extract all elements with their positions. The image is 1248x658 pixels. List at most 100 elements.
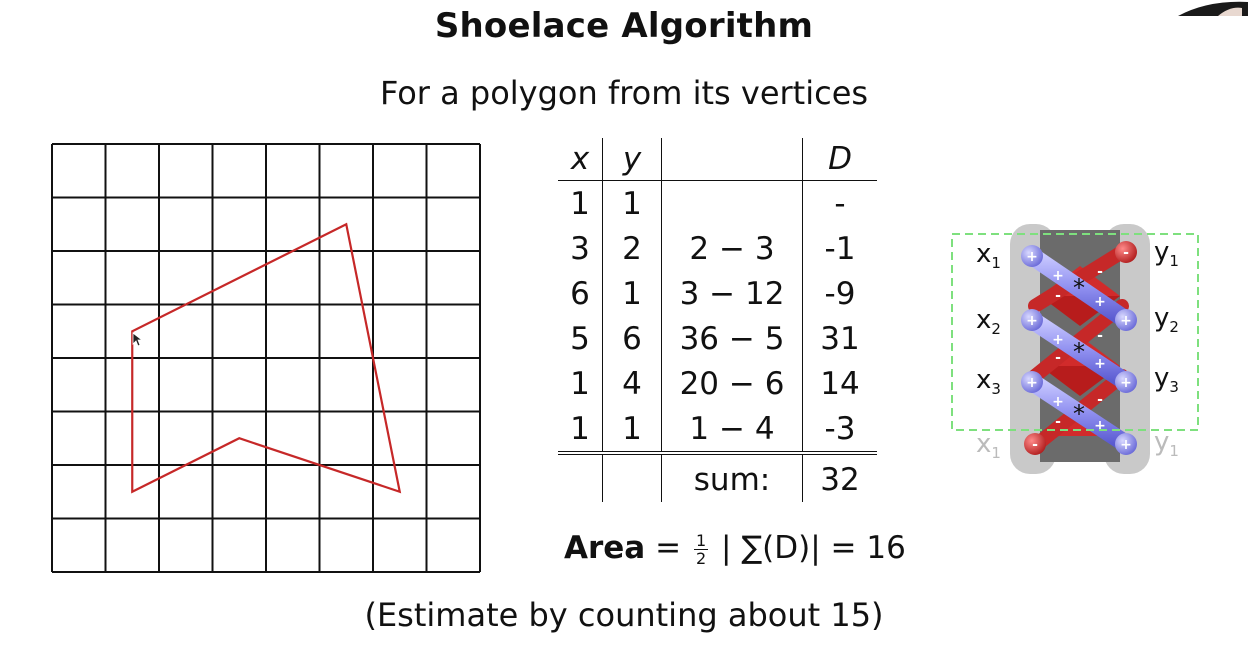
x1b-label: x (976, 429, 991, 459)
estimate-note: (Estimate by counting about 15) (364, 596, 884, 634)
svg-text:-: - (1055, 350, 1061, 366)
blue-rods (1023, 247, 1135, 453)
svg-text:+: + (1052, 268, 1064, 284)
cell-expr: 36 − 5 (661, 316, 803, 361)
one-half-fraction: 1 2 (693, 531, 709, 568)
area-expression: | ∑(D)| = 16 (720, 530, 906, 566)
y1-label: y (1154, 237, 1169, 267)
polygon-grid (51, 143, 481, 573)
svg-text:-: - (1097, 392, 1103, 408)
cell-x: 6 (558, 271, 603, 316)
x1-label: x (976, 239, 991, 269)
cell-y: 4 (602, 361, 662, 406)
header-y: y (602, 138, 662, 181)
x3-label: x (976, 365, 991, 395)
cell-d: -1 (824, 230, 856, 267)
cell-expr: 20 − 6 (661, 361, 803, 406)
area-label: Area (564, 530, 646, 566)
svg-text:+: + (1094, 356, 1106, 372)
cell-expr (661, 180, 803, 226)
multiply-asterisks: * * * (1073, 274, 1085, 428)
shoelace-illustration: +++ -- +++ ++ ++ ++ -- -- -- * * * x1 x2… (951, 224, 1199, 474)
y2-ball (1115, 309, 1137, 331)
svg-text:x1: x1 (976, 429, 1001, 462)
svg-text:+: + (1026, 249, 1038, 265)
cell-expr: 2 − 3 (661, 226, 803, 271)
svg-text:+: + (1120, 313, 1132, 329)
cell-x: 1 (558, 180, 603, 226)
x2-label: x (976, 305, 991, 335)
svg-text:+: + (1094, 418, 1106, 434)
sum-value: 32 (802, 451, 877, 502)
table-row: 1 4 20 − 6 14 (558, 361, 877, 406)
cell-d: -9 (824, 275, 856, 312)
header-x: x (558, 138, 603, 181)
header-expr (661, 138, 803, 181)
svg-text:*: * (1073, 274, 1085, 302)
table-row: 3 2 2 − 3 -1 (558, 226, 877, 271)
y2-label: y (1154, 303, 1169, 333)
svg-text:y3: y3 (1154, 363, 1179, 396)
svg-text:y2: y2 (1154, 303, 1179, 336)
svg-text:-: - (1055, 414, 1061, 430)
cell-expr: 1 − 4 (661, 406, 803, 453)
presenter-video-thumbnail (1178, 1, 1248, 16)
cell-expr: 3 − 12 (661, 271, 803, 316)
svg-text:+: + (1094, 294, 1106, 310)
x3-ball (1021, 371, 1043, 393)
svg-text:y1: y1 (1154, 237, 1179, 270)
svg-text:x3: x3 (976, 365, 1001, 398)
cell-y: 1 (602, 180, 662, 226)
table-row: 5 6 36 − 5 31 (558, 316, 877, 361)
fraction-numerator: 1 (693, 531, 709, 550)
svg-text:+: + (1052, 332, 1064, 348)
table-row: 6 1 3 − 12 -9 (558, 271, 877, 316)
cell-d: 31 (820, 320, 860, 357)
svg-text:+: + (1120, 437, 1132, 453)
table-row: 1 1 - (558, 180, 877, 226)
x1b-ball (1024, 433, 1046, 455)
svg-text:+: + (1120, 375, 1132, 391)
cell-y: 2 (602, 226, 662, 271)
table-sum-row: sum: 32 (558, 451, 877, 502)
cell-d: 14 (820, 365, 860, 402)
svg-text:-: - (1055, 288, 1061, 304)
page-subtitle: For a polygon from its vertices (379, 74, 869, 112)
svg-text:-: - (1097, 264, 1103, 280)
sum-label: sum: (661, 451, 803, 502)
y3-label: y (1154, 363, 1169, 393)
polygon-outline (131, 222, 402, 494)
svg-text:y1: y1 (1154, 427, 1179, 460)
grid-lines (51, 143, 481, 573)
svg-text:-: - (1097, 328, 1103, 344)
cell-d: -3 (824, 410, 856, 447)
cell-y: 6 (602, 316, 662, 361)
mouse-cursor-icon (132, 332, 144, 347)
svg-text:-: - (1032, 437, 1038, 453)
cell-d: - (834, 185, 846, 222)
y3-ball (1115, 371, 1137, 393)
cell-x: 1 (558, 361, 603, 406)
header-d: D (802, 138, 877, 181)
y1-ball (1115, 241, 1137, 263)
x2-ball (1021, 309, 1043, 331)
svg-text:x2: x2 (976, 305, 1001, 338)
y1b-label: y (1154, 427, 1169, 457)
cell-x: 5 (558, 316, 603, 361)
area-formula: Area = 1 2 | ∑(D)| = 16 (564, 530, 906, 568)
cell-y: 1 (602, 271, 662, 316)
fraction-denominator: 2 (695, 549, 707, 568)
cell-x: 3 (558, 226, 603, 271)
shoelace-table: x y D 1 1 - 3 2 2 − 3 -1 6 1 3 − 1 (558, 138, 877, 502)
svg-text:*: * (1073, 400, 1085, 428)
table-header-row: x y D (558, 138, 877, 181)
page-title: Shoelace Algorithm (434, 6, 814, 46)
cell-y: 1 (602, 406, 662, 453)
highlight-box (951, 233, 1199, 431)
svg-text:x1: x1 (976, 239, 1001, 272)
y1b-ball (1115, 433, 1137, 455)
svg-text:+: + (1026, 375, 1038, 391)
svg-text:*: * (1073, 338, 1085, 366)
svg-text:+: + (1052, 394, 1064, 410)
x1-ball (1021, 245, 1043, 267)
